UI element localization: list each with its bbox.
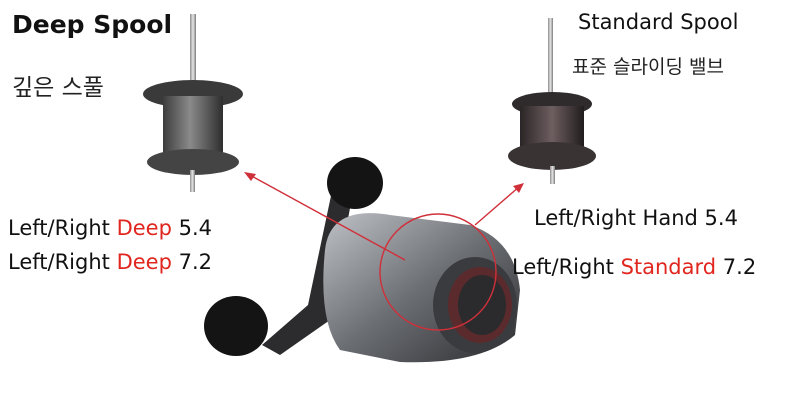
- deep-spec-line-1-prefix: Left/Right: [8, 216, 117, 240]
- deep-spec-line-2: Left/Right Deep 7.2: [8, 250, 212, 274]
- standard-spec-line-1: Left/Right Hand 5.4: [534, 206, 738, 230]
- standard-spec-line-2-highlight: Standard: [620, 255, 717, 279]
- deep-spec-line-2-highlight: Deep: [116, 250, 172, 274]
- deep-spool-title: Deep Spool: [12, 10, 173, 39]
- standard-spec-line-2-prefix: Left/Right: [512, 255, 621, 279]
- spool-highlight-circle: [379, 213, 497, 331]
- arrow-to-deep-spool: [247, 173, 406, 261]
- standard-spool-image: [508, 18, 596, 184]
- arrow-to-standard-spool: [474, 185, 521, 226]
- standard-spec-line-2-value: 7.2: [716, 255, 757, 279]
- pointer-arrows: [244, 172, 524, 261]
- deep-spool-image: [143, 14, 243, 192]
- deep-spec-line-1: Left/Right Deep 5.4: [8, 216, 212, 240]
- standard-spool-title: Standard Spool: [578, 10, 739, 34]
- standard-spool-shaft: [548, 18, 553, 94]
- arrow-head-standard: [513, 183, 524, 193]
- deep-spec-line-2-value: 7.2: [171, 250, 212, 274]
- standard-spool-bottom-flange: [508, 142, 596, 170]
- deep-spool-subtitle: 깊은 스풀: [12, 75, 104, 101]
- deep-spec-line-1-value: 5.4: [171, 216, 212, 240]
- standard-spec-line-1-prefix: Left/Right Hand 5.4: [534, 206, 738, 230]
- deep-spool-axle: [190, 170, 195, 192]
- standard-spool-axle: [550, 166, 555, 184]
- deep-spool-bottom-flange: [147, 149, 239, 175]
- standard-spec-line-2: Left/Right Standard 7.2: [512, 255, 756, 279]
- standard-spool-subtitle: 표준 슬라이딩 밸브: [572, 56, 724, 78]
- deep-spool-shaft: [190, 14, 196, 84]
- reel-side-plate-center: [458, 275, 506, 335]
- reel-top-knob: [327, 157, 383, 209]
- deep-spec-line-2-prefix: Left/Right: [8, 250, 117, 274]
- baitcasting-reel-image: [204, 157, 520, 363]
- arrow-head-deep: [244, 172, 256, 181]
- deep-spec-line-1-highlight: Deep: [116, 216, 172, 240]
- reel-bottom-knob: [204, 296, 268, 356]
